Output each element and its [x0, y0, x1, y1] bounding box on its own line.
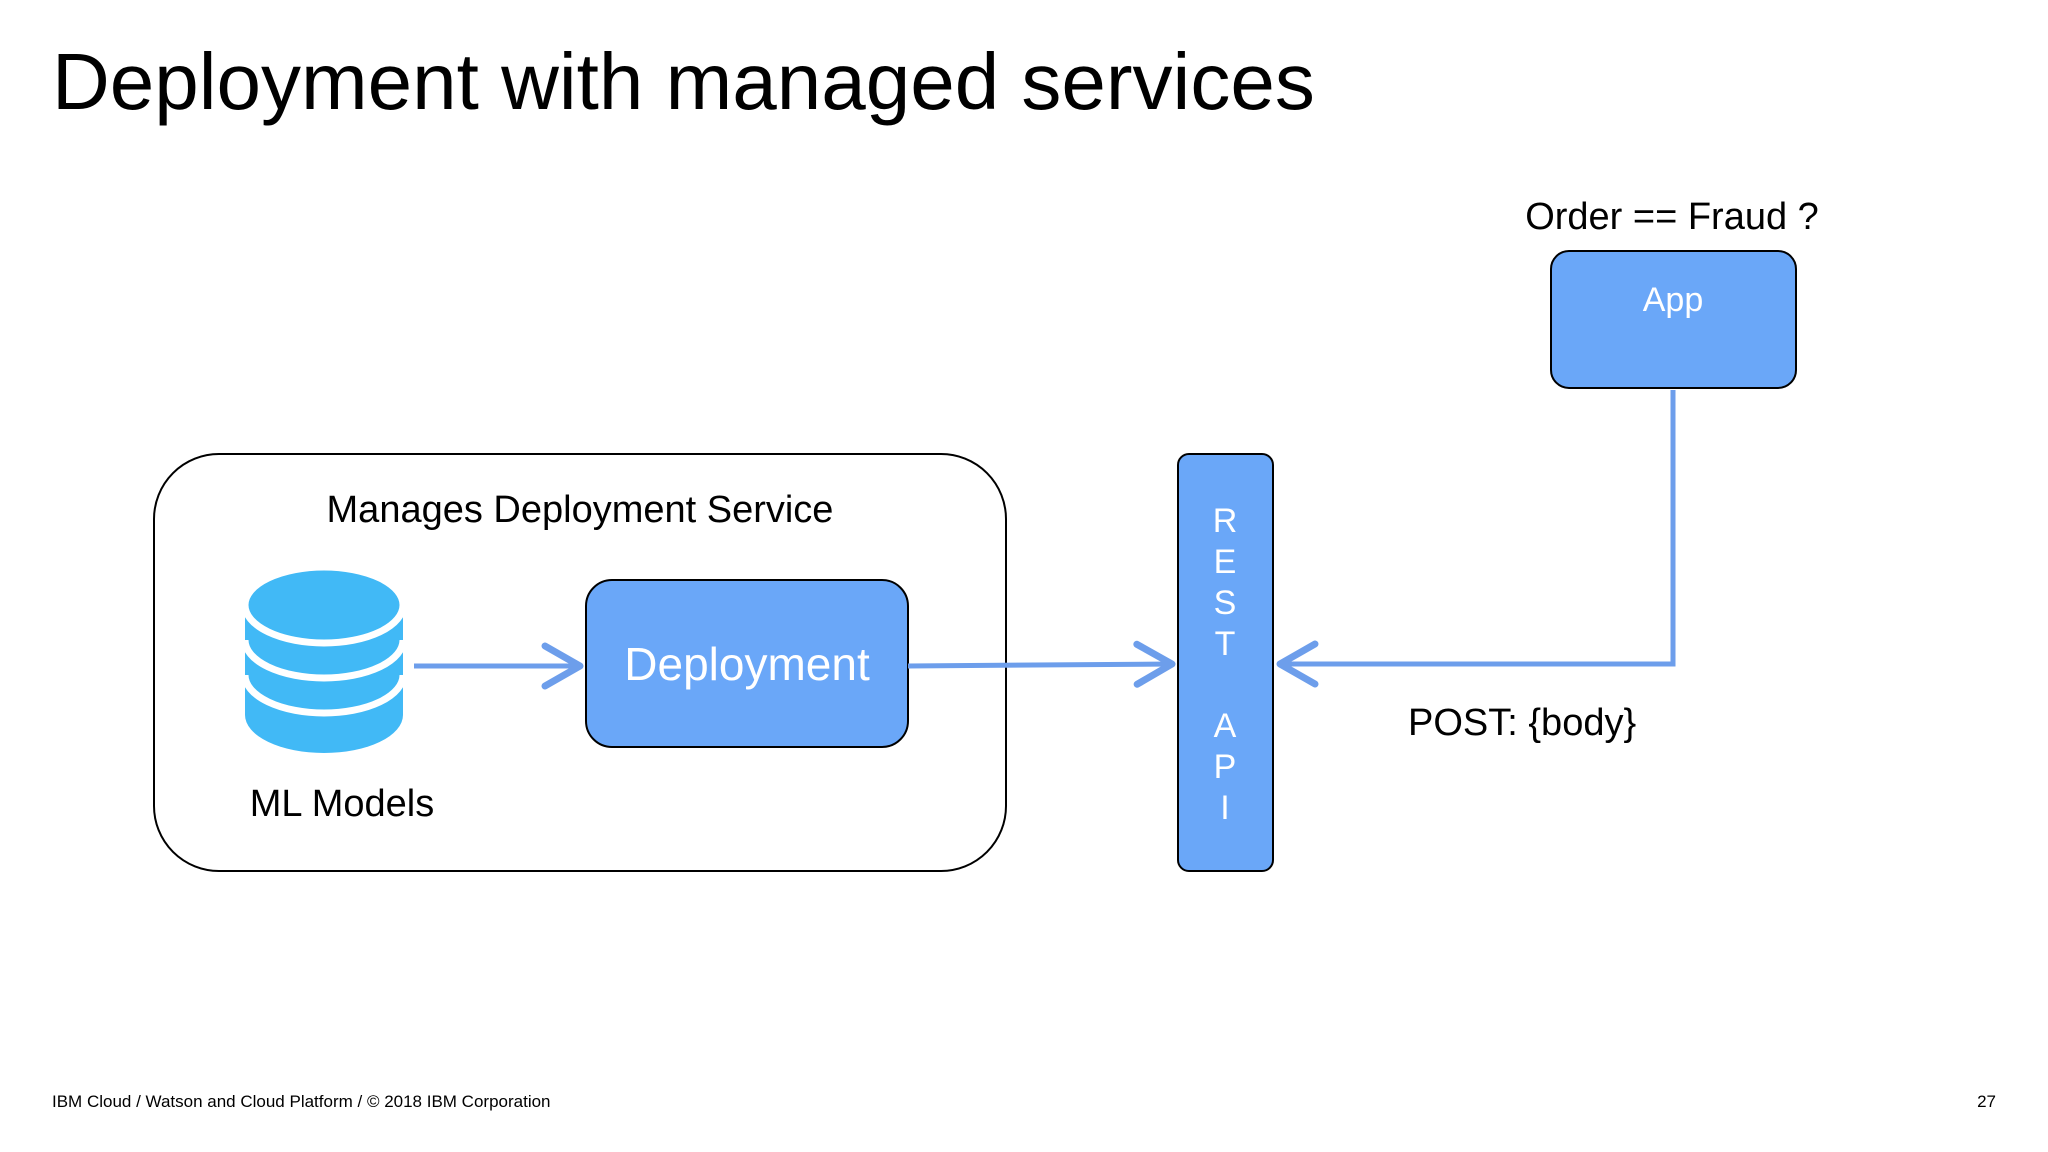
rest-api-letter: I [1220, 789, 1229, 827]
slide-title: Deployment with managed services [52, 37, 1315, 126]
page-number: 27 [1977, 1092, 1996, 1111]
rest-api-letter: R [1213, 502, 1238, 540]
arrow-deployment-to-api [907, 640, 1176, 688]
rest-api-label: R E S T A P I [1213, 502, 1238, 827]
rest-api-letter: S [1214, 584, 1237, 622]
database-icon [241, 563, 407, 753]
rest-api-letter: P [1214, 748, 1237, 786]
request-label: POST: {body} [1408, 702, 1636, 744]
rest-api-letter: A [1214, 707, 1237, 745]
models-label: ML Models [250, 783, 434, 825]
app-box [1550, 250, 1797, 389]
rest-api-letter: T [1215, 625, 1236, 663]
footer-copyright: IBM Cloud / Watson and Cloud Platform / … [52, 1092, 551, 1111]
app-caption: Order == Fraud ? [1525, 196, 1819, 238]
rest-api-letter: E [1214, 543, 1237, 581]
service-container-label: Manages Deployment Service [327, 489, 834, 531]
rest-api-bar [1177, 453, 1274, 872]
arrow-app-to-api [1276, 390, 1676, 688]
deployment-box-label: Deployment [624, 638, 870, 690]
app-box-label: App [1643, 281, 1704, 319]
